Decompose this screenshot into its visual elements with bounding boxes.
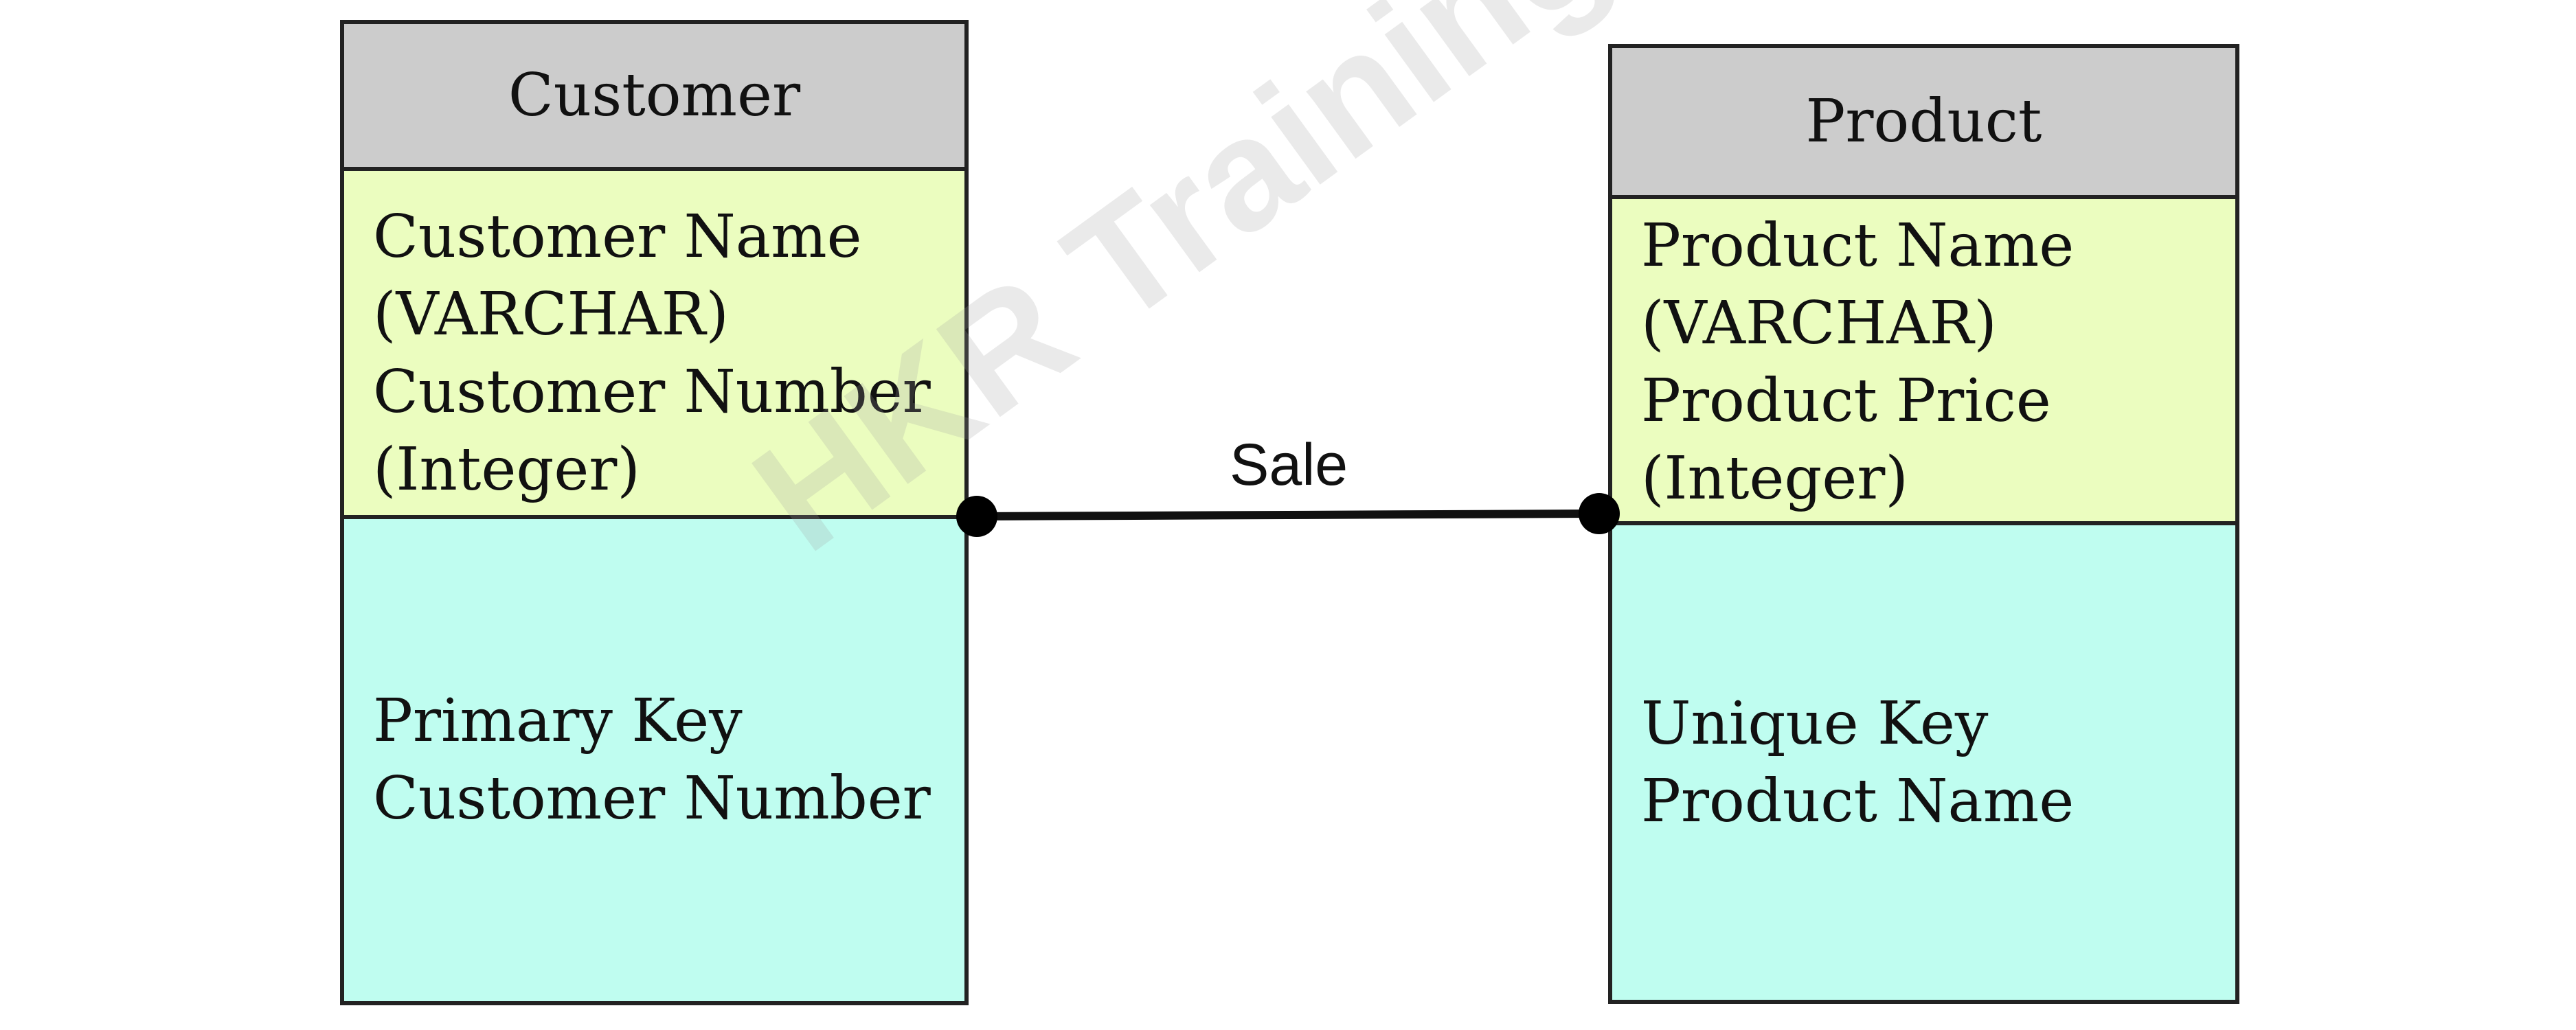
product-attribute-price: Product Price bbox=[1641, 367, 2051, 435]
relationship-line bbox=[976, 510, 1600, 520]
customer-key-type: Primary Key bbox=[373, 687, 743, 755]
product-attribute-name: Product Name bbox=[1641, 211, 2075, 280]
product-attribute-name-type: (VARCHAR) bbox=[1641, 289, 1997, 358]
product-entity: Product Product Name (VARCHAR) Product P… bbox=[1608, 44, 2239, 1004]
customer-attributes: Customer Name (VARCHAR) Customer Number … bbox=[344, 171, 964, 519]
product-attribute-price-type: (Integer) bbox=[1641, 444, 1908, 513]
product-key-field: Product Name bbox=[1641, 766, 2075, 836]
product-keys: Unique Key Product Name bbox=[1612, 525, 2235, 1000]
product-entity-header: Product bbox=[1612, 48, 2235, 199]
customer-key-field: Customer Number bbox=[373, 764, 931, 833]
relationship-label: Sale bbox=[1230, 432, 1348, 498]
customer-attribute-name-type: (VARCHAR) bbox=[373, 280, 729, 349]
customer-attribute-name: Customer Name bbox=[373, 203, 862, 271]
product-key-type: Unique Key bbox=[1641, 689, 1989, 758]
product-attributes: Product Name (VARCHAR) Product Price (In… bbox=[1612, 199, 2235, 525]
customer-attribute-number-type: (Integer) bbox=[373, 435, 640, 504]
customer-entity: Customer Customer Name (VARCHAR) Custome… bbox=[340, 20, 969, 1005]
customer-keys: Primary Key Customer Number bbox=[344, 519, 964, 1001]
customer-entity-header: Customer bbox=[344, 24, 964, 171]
customer-attribute-number: Customer Number bbox=[373, 358, 931, 426]
